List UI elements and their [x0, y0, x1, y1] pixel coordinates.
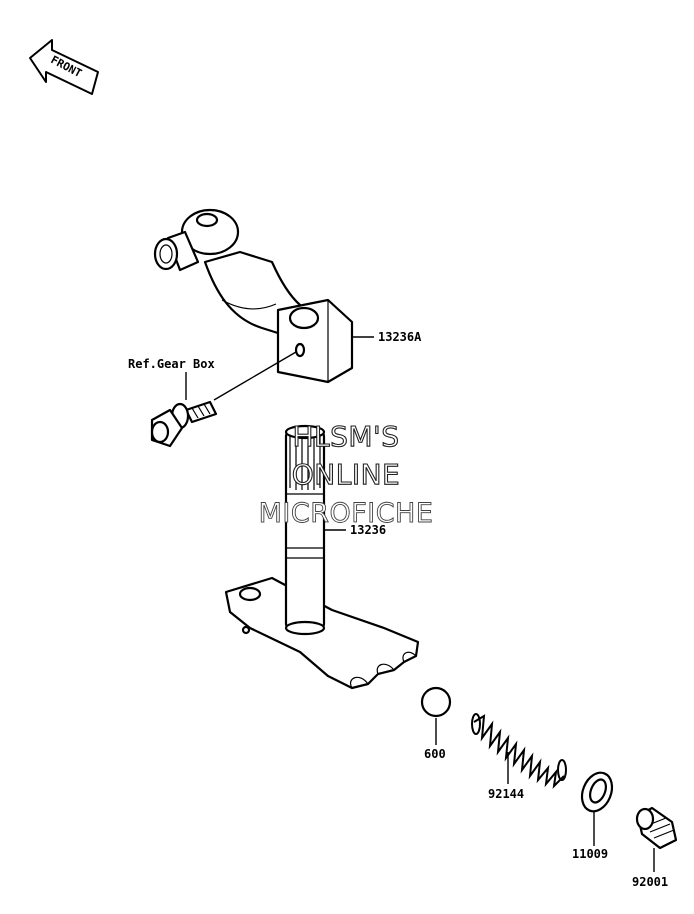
gear-box-bolt-part — [150, 400, 218, 448]
shift-lever-part — [153, 208, 354, 384]
spring-part — [471, 713, 567, 789]
part-label-92001: 92001 — [632, 875, 668, 889]
plug-part — [635, 806, 678, 850]
leader-lines — [185, 336, 655, 872]
watermark-line-3: MICROFICHE — [259, 498, 434, 529]
part-label-13236A: 13236A — [378, 330, 422, 344]
watermark: HLSM'S ONLINE MICROFICHE — [258, 419, 434, 529]
part-label-600: 600 — [424, 747, 446, 761]
watermark-line-2: ONLINE — [292, 458, 400, 491]
front-arrow-icon: FRONT — [29, 39, 99, 95]
part-label-13236: 13236 — [350, 523, 386, 537]
ball-part — [420, 686, 452, 718]
washer-part — [580, 771, 614, 813]
part-label-92144: 92144 — [488, 787, 524, 801]
part-label-ref-gear-box: Ref.Gear Box — [128, 357, 215, 371]
watermark-line-1: HLSM'S — [292, 420, 399, 453]
shift-shaft-part — [224, 424, 420, 690]
part-label-11009: 11009 — [572, 847, 608, 861]
